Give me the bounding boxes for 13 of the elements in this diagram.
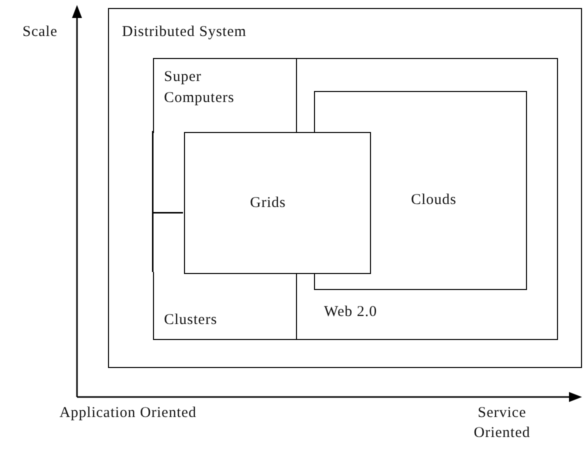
axis-label: Service Oriented [472,404,532,443]
region-label: Distributed System [122,23,246,42]
region-label: Web 2.0 [324,303,378,322]
region-label: Clusters [164,311,218,330]
axis-label: Scale [22,23,58,42]
region-box [153,272,297,340]
region-box [108,8,582,368]
axis-label: Application Oriented [58,404,198,423]
region-box [184,132,371,274]
region-box [153,58,297,133]
region-label: Clouds [411,191,457,210]
region-label: Super Computers [164,68,236,108]
region-label: Grids [250,194,286,213]
